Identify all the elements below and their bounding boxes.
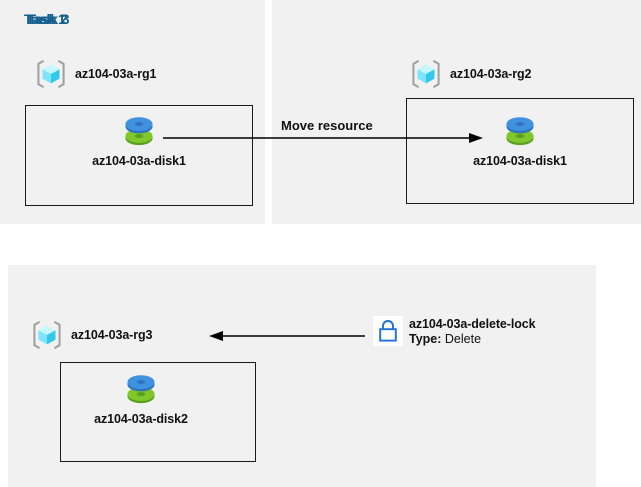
move-resource-arrow-label: Move resource — [281, 118, 373, 133]
move-resource-arrow — [163, 133, 483, 143]
task-1-title: Task 1 — [24, 12, 66, 27]
resource-group-label: az104-03a-rg3 — [71, 328, 153, 342]
resource-group-label: az104-03a-rg1 — [75, 67, 157, 81]
lock-icon-container — [373, 316, 403, 346]
delete-lock-type-value: Delete — [444, 331, 482, 346]
resource-group-rg1: az104-03a-rg1 — [34, 57, 156, 91]
delete-lock-name: az104-03a-delete-lock — [409, 317, 536, 331]
lock-scope-arrow — [209, 331, 365, 341]
disk-resource-disk1-task2: az104-03a-disk1 — [460, 112, 580, 168]
disk-resource-disk2: az104-03a-disk2 — [81, 370, 201, 426]
disk-label: az104-03a-disk1 — [92, 154, 186, 168]
delete-lock-text: az104-03a-delete-lock Type: Delete — [409, 316, 536, 347]
task-2-title: Task 2 — [26, 12, 68, 27]
disk-label: az104-03a-disk1 — [473, 154, 567, 168]
task-3-panel — [8, 265, 596, 487]
delete-lock-type-key: Type: — [409, 331, 442, 346]
task-1-resource-container — [25, 105, 253, 206]
azure-resource-group-icon — [37, 60, 65, 88]
azure-managed-disk-icon — [125, 117, 153, 146]
task-1-panel — [0, 0, 265, 224]
task-2-panel — [272, 0, 641, 224]
azure-managed-disk-icon — [506, 117, 534, 146]
lock-icon — [379, 320, 397, 342]
resource-group-rg2: az104-03a-rg2 — [409, 57, 531, 91]
delete-lock-annotation: az104-03a-delete-lock Type: Delete — [373, 316, 536, 347]
azure-resource-group-icon — [33, 321, 61, 349]
task-3-resource-container — [60, 362, 256, 462]
azure-resource-group-icon — [412, 60, 440, 88]
disk-resource-disk1-task1: az104-03a-disk1 — [79, 112, 199, 168]
delete-lock-type-row: Type: Delete — [409, 332, 535, 347]
disk-label: az104-03a-disk2 — [94, 412, 188, 426]
resource-group-rg3: az104-03a-rg3 — [30, 318, 152, 352]
resource-group-label: az104-03a-rg2 — [450, 67, 532, 81]
azure-managed-disk-icon — [127, 375, 155, 404]
task-3-title: Task 3 — [28, 12, 70, 27]
task-2-resource-container — [406, 98, 634, 204]
